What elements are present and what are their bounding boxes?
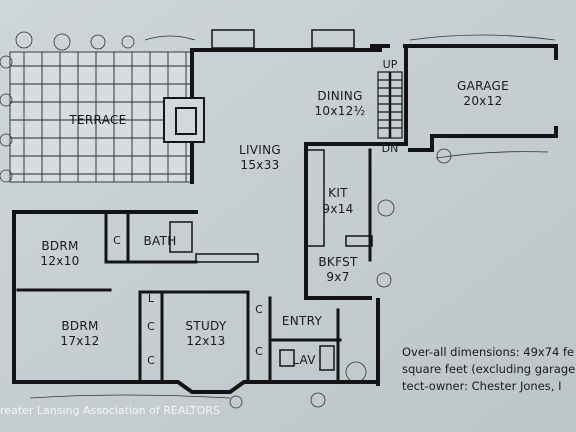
closet-label: C	[113, 234, 121, 247]
bdrm2-size: 17x12	[60, 334, 99, 348]
terrace-grid	[9, 51, 193, 183]
garage-size: 20x12	[463, 94, 502, 108]
closet-label: C	[147, 354, 155, 367]
note-line-1: Over-all dimensions: 49x74 fe	[402, 345, 574, 359]
stair-down-label: DN	[382, 142, 399, 155]
stair	[377, 71, 403, 139]
living-label: LIVING	[239, 143, 281, 157]
bath-label: BATH	[143, 234, 176, 248]
bdrm2-label: BDRM	[61, 319, 98, 333]
watermark: reater Lansing Association of REALTORS	[0, 404, 220, 417]
landscape-shrubs	[0, 31, 556, 409]
closet-label: C	[147, 320, 155, 333]
bkfst-label: BKFST	[318, 255, 358, 269]
closet-label: C	[255, 303, 263, 316]
bkfst-size: 9x7	[326, 270, 349, 284]
garage-label: GARAGE	[457, 79, 509, 93]
bdrm1-size: 12x10	[40, 254, 79, 268]
closet-label: C	[255, 345, 263, 358]
dining-label: DINING	[317, 89, 362, 103]
lav-label: LAV	[292, 353, 316, 367]
stair-up-label: UP	[383, 58, 398, 71]
study-size: 12x13	[186, 334, 225, 348]
bdrm1-label: BDRM	[41, 239, 78, 253]
entry-label: ENTRY	[282, 314, 323, 328]
kit-size: 9x14	[322, 202, 353, 216]
note-line-2: square feet (excluding garage	[402, 362, 575, 376]
fixtures	[163, 29, 373, 371]
study-label: STUDY	[185, 319, 227, 333]
note-line-3: tect-owner: Chester Jones, I	[402, 379, 561, 393]
terrace-label: TERRACE	[68, 113, 126, 127]
living-size: 15x33	[240, 158, 279, 172]
walls	[12, 44, 558, 394]
linen-label: L	[148, 292, 155, 305]
dining-size: 10x12½	[314, 104, 365, 118]
kit-label: KIT	[328, 186, 348, 200]
